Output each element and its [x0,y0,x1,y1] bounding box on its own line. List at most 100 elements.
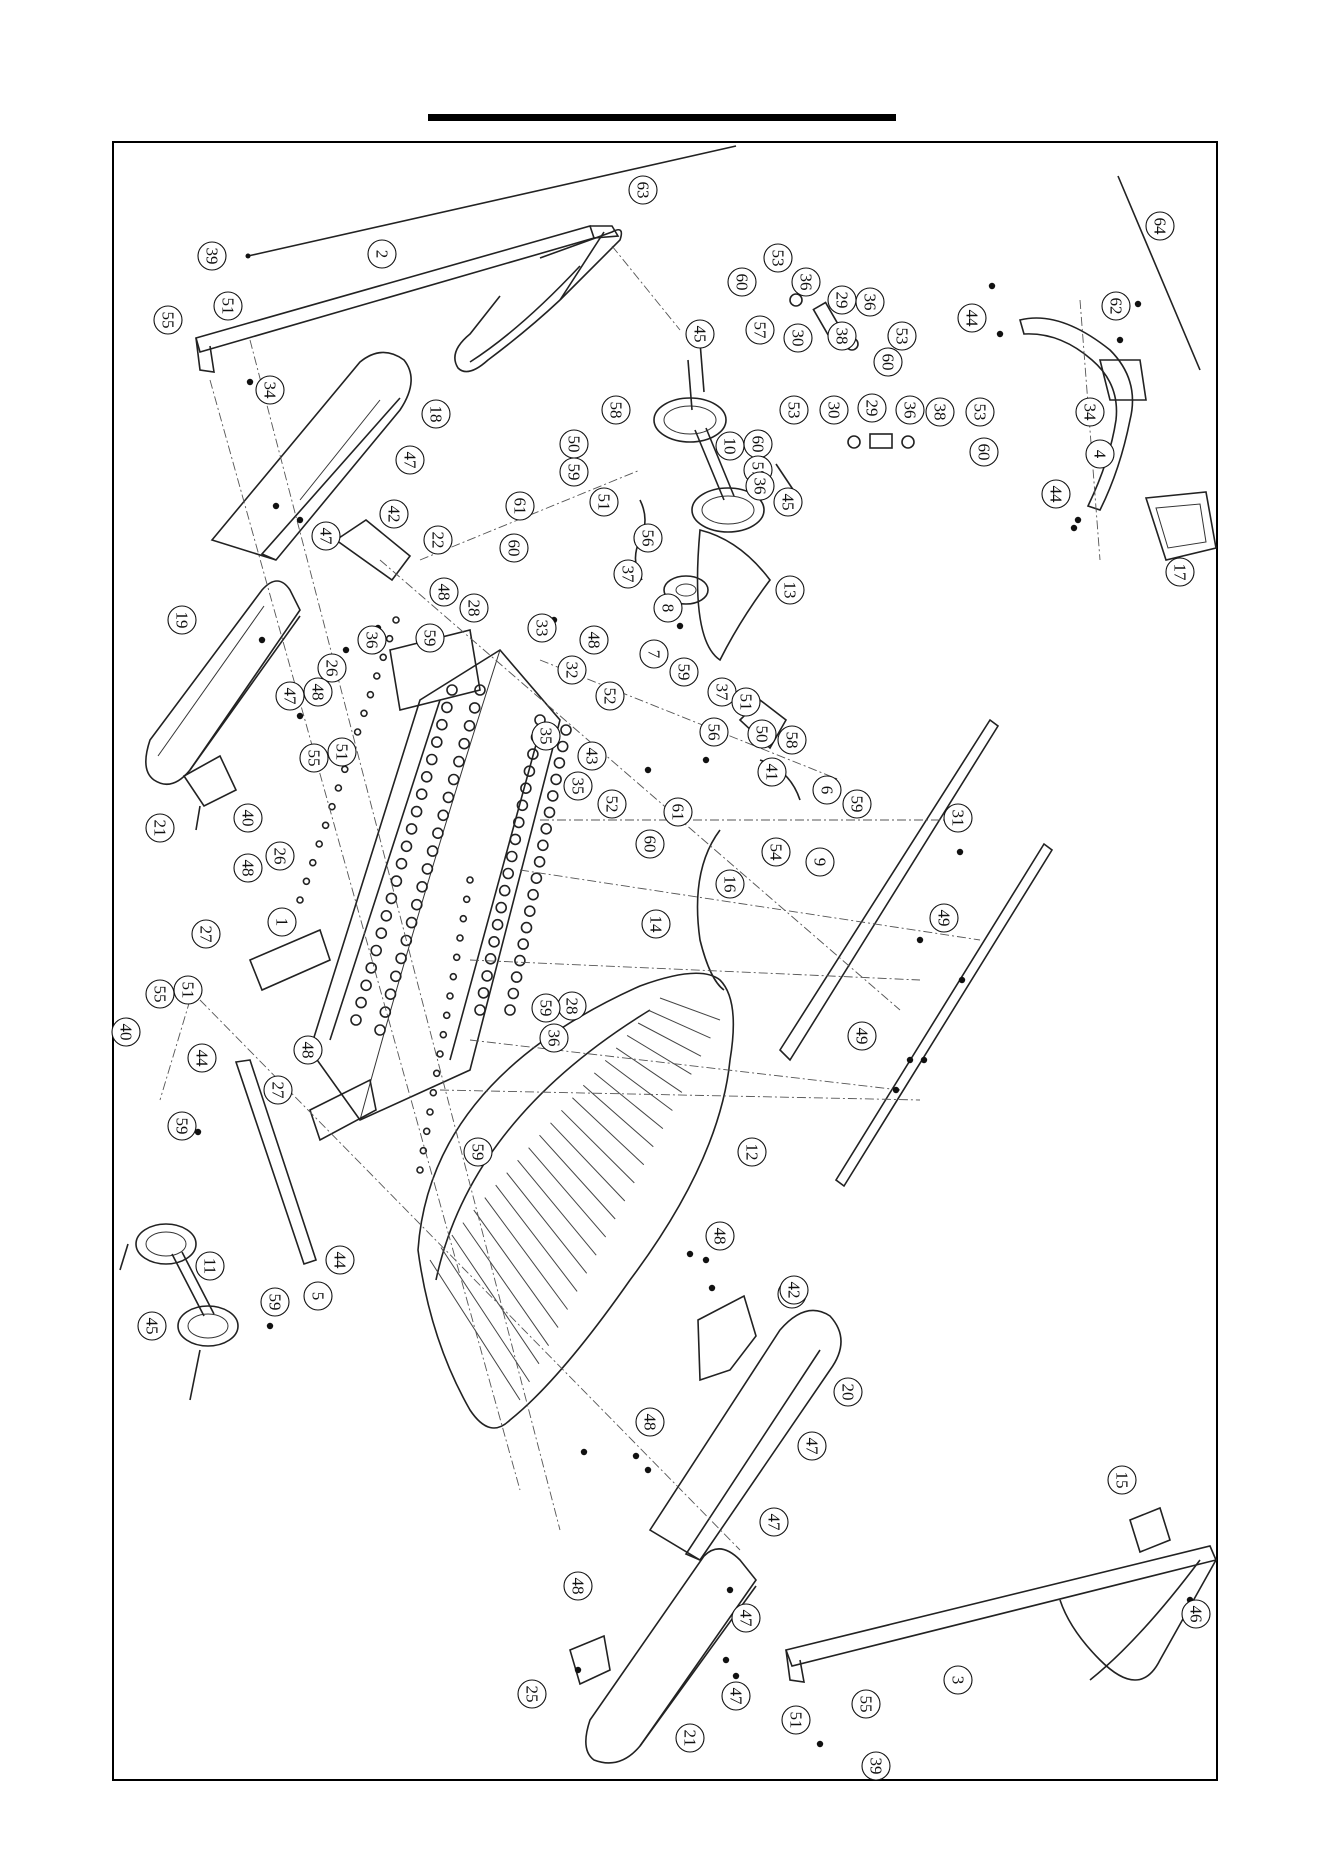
callout-51: 51 [213,291,243,321]
fastener-dot [958,976,966,984]
assembly-leader-lines [159,245,1101,1551]
belt-slat [473,1209,559,1328]
callout-51: 51 [173,975,203,1005]
fastener-dot [1134,300,1142,308]
fastener-dot [632,1452,640,1460]
callout-13: 13 [775,575,805,605]
roller [350,1014,362,1026]
callout-circle [842,789,872,819]
roller [463,719,476,732]
callout-number: 21 [681,1730,700,1747]
callout-number: 41 [763,764,782,781]
callout-circle [763,243,793,273]
callout-15: 15 [1107,1465,1137,1495]
roller [365,962,378,974]
callout-43: 43 [577,741,607,771]
callout-number: 43 [583,748,602,765]
callout-53: 53 [965,397,995,427]
lower-right-side-panel [648,1309,842,1562]
roller [385,634,394,643]
roller [366,690,375,699]
callout-circle [761,837,791,867]
roller [380,909,393,922]
roller [488,935,500,948]
roller [540,822,553,835]
roller [509,833,522,846]
callout-circle [791,267,821,297]
callout-45: 45 [773,487,803,517]
callout-59: 59 [559,457,589,487]
callout-41: 41 [757,757,787,787]
callout-circle [311,521,341,551]
callout-14: 14 [641,909,671,939]
roller [514,954,526,967]
fastener-dot [246,378,254,386]
belt-slat [637,1022,702,1057]
callout-22: 22 [423,525,453,555]
callout-circle [367,239,397,269]
callout-number: 59 [469,1144,488,1161]
roller [410,898,423,911]
callout-number: 37 [713,684,732,702]
belt-slat [572,1097,645,1166]
fastener-dot [644,766,652,774]
callout-circle [833,1377,863,1407]
callout-7: 7 [639,639,669,669]
callout-number: 47 [803,1438,822,1456]
callout-number: 13 [781,582,800,599]
callout-circle [653,593,683,623]
callout-number: 20 [839,1384,858,1401]
callout-circle [685,319,715,349]
callout-27: 27 [263,1075,293,1105]
callout-circle [745,315,775,345]
callout-number: 14 [647,916,666,934]
callout-number: 59 [848,796,867,813]
callout-55: 55 [851,1689,881,1719]
roller [491,918,504,931]
callout-12: 12 [737,1137,767,1167]
roller [390,875,403,887]
roller [379,653,388,662]
callout-61: 61 [505,491,535,521]
callout-48: 48 [293,1035,323,1065]
callout-circle [213,291,243,321]
belt-slat [506,1172,588,1274]
callout-circle [293,1035,323,1065]
roller [436,718,448,731]
callout-number: 28 [563,998,582,1015]
callout-number: 19 [173,612,192,629]
callout-circle [395,445,425,475]
callout-37: 37 [613,559,643,589]
callout-circle [303,1281,333,1311]
callout-44: 44 [1041,479,1071,509]
callout-circle [111,1017,141,1047]
callout-number: 48 [641,1414,660,1431]
callout-circle [299,743,329,773]
callout-number: 48 [569,1578,588,1595]
callout-circle [1107,1465,1137,1495]
lower-side-rail [784,1506,1218,1683]
callout-34: 34 [255,375,285,405]
roller-rows [296,616,572,1174]
belt-slat [615,1047,683,1093]
bracket-25 [569,1634,611,1686]
callout-51: 51 [781,1705,811,1735]
callout-circle [873,347,903,377]
callout-number: 51 [737,694,756,711]
fastener-dot [920,1056,928,1064]
callout-3: 3 [943,1665,973,1695]
callout-circle [303,677,333,707]
fastener-dot [1074,516,1082,524]
roller [510,971,523,983]
callout-53: 53 [763,243,793,273]
callout-38: 38 [925,397,955,427]
callout-number: 55 [151,986,170,1003]
callout-number: 44 [331,1252,350,1270]
callout-number: 16 [721,876,740,893]
lower-left-side-panel [145,580,301,786]
callout-circle [167,605,197,635]
callout-circle [1085,439,1115,469]
callout-36: 36 [539,1023,569,1053]
callout-number: 57 [751,322,770,340]
